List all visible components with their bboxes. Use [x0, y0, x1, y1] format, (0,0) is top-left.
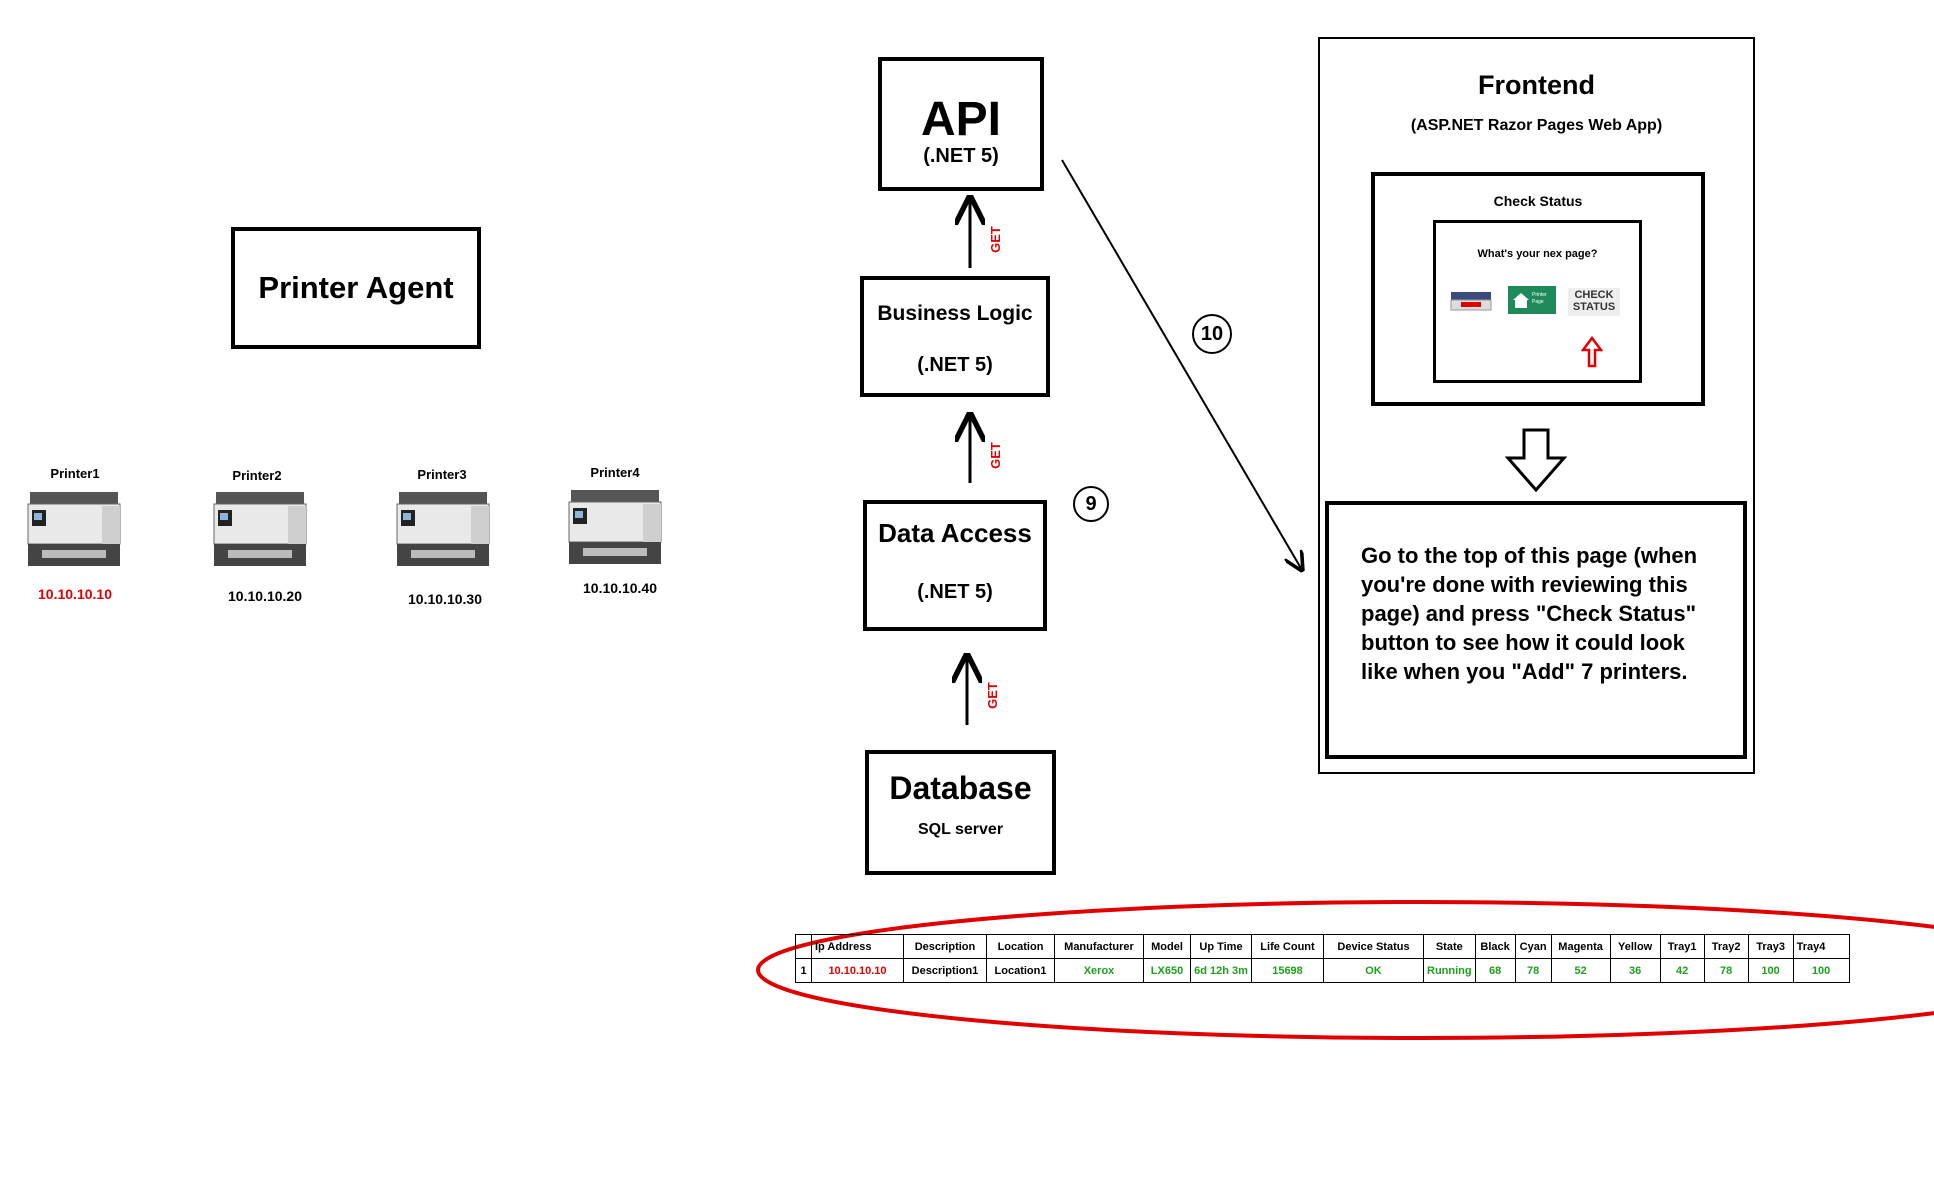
table-cell: 78	[1703, 958, 1749, 983]
table-header-cell: Tray2	[1703, 934, 1749, 959]
printer-agent-box: Printer Agent	[231, 227, 481, 349]
table-header-cell: Life Count	[1251, 934, 1324, 959]
business-logic-title: Business Logic	[877, 302, 1033, 325]
printer-icon	[27, 492, 121, 566]
table-header-cell: Location	[986, 934, 1055, 959]
printer-ip: 10.10.10.10	[38, 586, 112, 602]
table-cell: 36	[1609, 958, 1661, 983]
arrow-up-icon	[1581, 336, 1603, 368]
data-access-subtitle: (.NET 5)	[917, 581, 993, 603]
database-title: Database	[889, 770, 1032, 806]
table-header-cell: Tray3	[1747, 934, 1794, 959]
api-title: API	[920, 93, 1001, 146]
printer-name: Printer4	[590, 465, 640, 480]
table-cell: 68	[1474, 958, 1516, 983]
instruction-box: Go to the top of this page (when you're …	[1325, 501, 1747, 759]
table-cell: 52	[1550, 958, 1611, 983]
table-cell: Description1	[903, 958, 987, 983]
step-10-marker: 10	[1192, 314, 1232, 354]
step-9-marker: 9	[1073, 486, 1109, 522]
table-cell: Location1	[986, 958, 1055, 983]
printer-page-icon-text: Printer Page	[1532, 292, 1547, 305]
table-cell: 6d 12h 3m	[1190, 958, 1252, 983]
frontend-subtitle: (ASP.NET Razor Pages Web App)	[1410, 117, 1663, 134]
table-header-cell: Magenta	[1550, 934, 1611, 959]
business-logic-subtitle: (.NET 5)	[917, 354, 993, 376]
table-header-cell: Model	[1143, 934, 1191, 959]
table-header-cell: Tray1	[1659, 934, 1705, 959]
arrow-api-to-frontend	[1061, 159, 1302, 570]
step-9-label: 9	[1085, 493, 1097, 515]
printer-icon	[213, 492, 307, 566]
table-cell: 10.10.10.10	[811, 958, 904, 983]
table-header-cell: Description	[903, 934, 987, 959]
instruction-text: Go to the top of this page (when you're …	[1361, 543, 1698, 684]
business-logic-box: Business Logic (.NET 5)	[860, 276, 1050, 397]
arrow-down-icon	[1504, 428, 1568, 493]
table-header-cell	[795, 934, 812, 959]
table-cell: OK	[1323, 958, 1424, 983]
printer-status-table: Ip Address Description Location Manufact…	[795, 934, 1850, 983]
printer-name: Printer2	[232, 468, 282, 483]
database-subtitle: SQL server	[917, 821, 1004, 838]
table-header-cell: Cyan	[1514, 934, 1552, 959]
check-status-icon[interactable]: CHECK STATUS	[1568, 288, 1620, 316]
printer-icon	[568, 490, 662, 564]
table-cell: Xerox	[1054, 958, 1144, 983]
frontend-title: Frontend	[1478, 70, 1595, 100]
api-box: API (.NET 5)	[878, 57, 1044, 191]
printer-ip: 10.10.10.30	[408, 591, 482, 607]
table-header-cell: Tray4	[1792, 934, 1850, 959]
check-status-title: Check Status	[1493, 193, 1583, 209]
table-cell: Running	[1423, 958, 1476, 983]
check-status-icon-text: CHECK STATUS	[1572, 289, 1616, 313]
printer-ip: 10.10.10.40	[583, 580, 657, 596]
table-cell: 78	[1514, 958, 1552, 983]
table-cell: 100	[1747, 958, 1794, 983]
table-cell: 100	[1792, 958, 1850, 983]
printer-ip: 10.10.10.20	[228, 588, 302, 604]
data-access-title: Data Access	[878, 518, 1032, 548]
table-cell: 42	[1659, 958, 1705, 983]
table-cell: LX650	[1143, 958, 1191, 983]
database-box: Database SQL server	[865, 750, 1056, 875]
next-page-prompt: What's your nex page?	[1477, 248, 1598, 260]
add-printer-icon[interactable]	[1449, 288, 1493, 312]
table-header-cell: Manufacturer	[1054, 934, 1144, 959]
frontend-container	[1318, 37, 1755, 774]
table-header-cell: Ip Address	[811, 934, 904, 959]
table-cell: 15698	[1251, 958, 1324, 983]
printer-agent-label: Printer Agent	[258, 270, 454, 305]
table-header-cell: State	[1423, 934, 1476, 959]
data-access-box: Data Access (.NET 5)	[863, 500, 1047, 631]
printer-name: Printer1	[50, 466, 100, 481]
table-header-row: Ip Address Description Location Manufact…	[795, 934, 1850, 959]
table-cell: 1	[795, 958, 812, 983]
step-10-label: 10	[1200, 323, 1224, 345]
table-header-cell: Yellow	[1609, 934, 1661, 959]
table-header-cell: Device Status	[1323, 934, 1424, 959]
table-header-cell: Up Time	[1190, 934, 1252, 959]
highlight-ellipse	[756, 900, 1934, 1040]
table-header-cell: Black	[1474, 934, 1516, 959]
api-subtitle: (.NET 5)	[923, 145, 999, 167]
table-row[interactable]: 1 10.10.10.10 Description1 Location1 Xer…	[795, 958, 1850, 983]
printer-name: Printer3	[417, 467, 467, 482]
printer-page-icon[interactable]: Printer Page	[1508, 286, 1556, 314]
printer-icon	[396, 492, 490, 566]
